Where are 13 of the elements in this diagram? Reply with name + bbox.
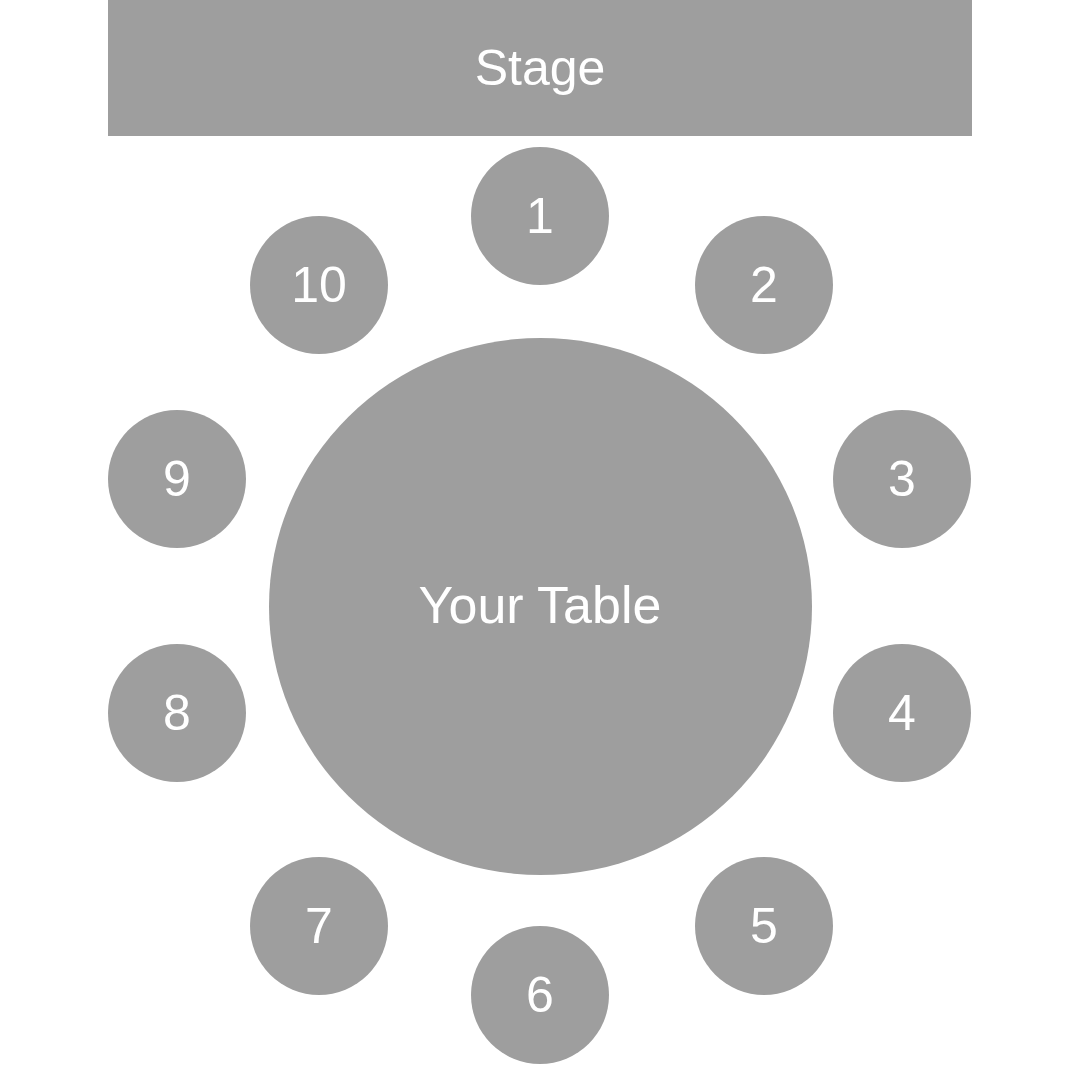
table-label: Your Table bbox=[418, 577, 662, 635]
seat-number: 2 bbox=[750, 257, 778, 313]
seat-number: 1 bbox=[526, 188, 554, 244]
seat-number: 4 bbox=[888, 685, 916, 741]
stage-label: Stage bbox=[474, 40, 606, 96]
seat-number: 3 bbox=[888, 451, 916, 507]
seat-number: 5 bbox=[750, 898, 778, 954]
stage-area bbox=[108, 0, 972, 136]
seat-number: 9 bbox=[163, 451, 191, 507]
seat-number: 10 bbox=[291, 257, 347, 313]
seat-number: 7 bbox=[305, 898, 333, 954]
seat-number: 6 bbox=[526, 967, 554, 1023]
seat-number: 8 bbox=[163, 685, 191, 741]
